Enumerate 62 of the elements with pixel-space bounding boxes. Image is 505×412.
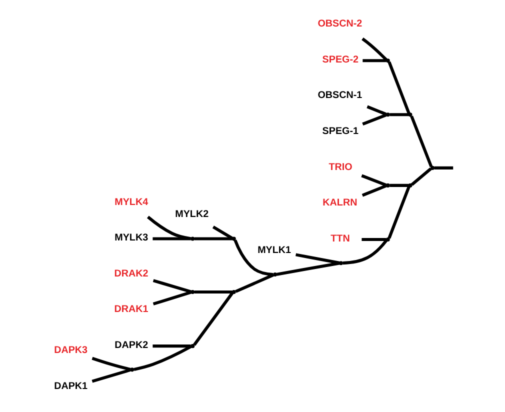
connector [134, 345, 192, 371]
connector [152, 279, 192, 294]
connector [193, 292, 234, 346]
node-text: DRAK2 [114, 268, 148, 280]
node-point [386, 237, 390, 242]
connector [342, 239, 388, 265]
node-point [232, 236, 236, 241]
node-text: MYLK1 [258, 244, 292, 256]
connector [92, 356, 131, 371]
connector [234, 240, 274, 276]
node-point [190, 236, 195, 241]
connector [212, 226, 233, 240]
node-text: DAPK1 [54, 381, 88, 392]
connector [152, 344, 191, 348]
connector [362, 59, 386, 62]
node-point [130, 368, 134, 372]
connector [434, 166, 454, 170]
connector [361, 174, 387, 186]
connector [296, 253, 340, 264]
node-text: MYLK3 [114, 232, 148, 244]
node-point [386, 58, 390, 63]
node-point [408, 183, 412, 188]
connector [194, 290, 232, 294]
node-text: MYLK4 [114, 196, 148, 208]
node-point [386, 112, 390, 117]
node-point [273, 272, 278, 277]
connector [362, 114, 387, 126]
connector [276, 262, 340, 276]
connector [146, 216, 191, 240]
node-point [408, 112, 412, 117]
node-point [430, 166, 435, 170]
node-point [232, 290, 236, 294]
connector [388, 186, 410, 239]
node-text: OBSCN-2 [318, 18, 362, 30]
node-text: TTN [330, 233, 350, 244]
connector [390, 184, 409, 187]
connector [366, 105, 387, 116]
node-text: KALRN [322, 198, 358, 209]
node-text: DAPK2 [114, 340, 148, 351]
connector [235, 274, 274, 293]
node-text: DAPK3 [54, 345, 88, 356]
connector [152, 237, 191, 240]
node-point [386, 183, 390, 188]
connector [362, 38, 388, 61]
node-text: SPEG-2 [322, 54, 359, 66]
connector [362, 184, 387, 197]
connector [388, 61, 410, 114]
node-point [190, 344, 195, 348]
connector [410, 116, 433, 168]
node-text: OBSCN-1 [318, 90, 362, 102]
node-text: TRIO [328, 162, 352, 173]
connector [152, 290, 192, 306]
connector [92, 368, 131, 383]
connector [194, 237, 232, 240]
node-point [338, 261, 343, 266]
node-text: DRAK1 [114, 304, 148, 316]
connector [390, 113, 409, 116]
node-text: MYLK2 [175, 208, 209, 220]
connector [362, 238, 386, 242]
node-point [190, 290, 195, 294]
connector [410, 168, 432, 186]
node-text: SPEG-1 [322, 126, 359, 137]
